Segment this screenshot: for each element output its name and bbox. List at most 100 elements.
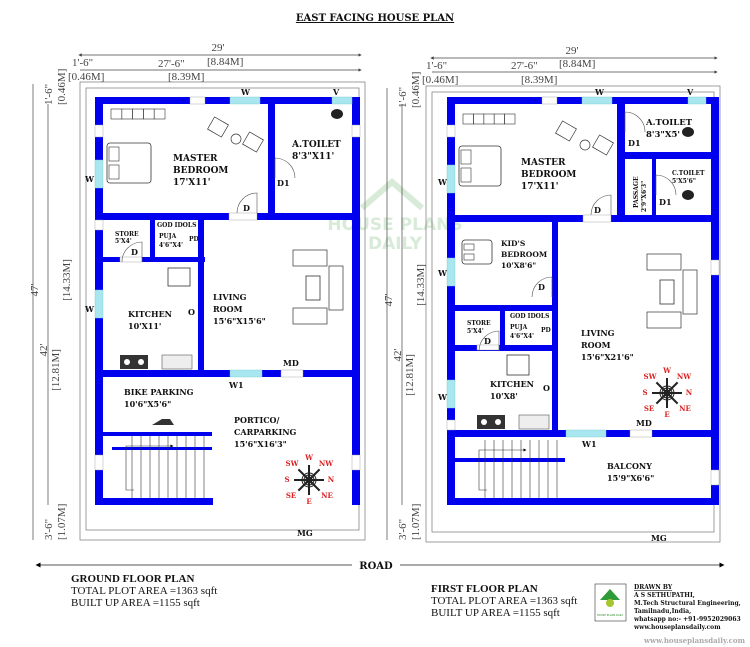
ff-store-size: 5'X4' [467,328,484,335]
ff-kids-bedroom-size: 10'X8'6" [501,261,536,270]
door-swing [531,276,553,298]
coffee-table [305,275,321,301]
ff-puja-label: PUJA [510,324,528,331]
dim-front-setback: 3'-6" [43,519,55,540]
window [446,164,456,194]
pillow [460,167,472,183]
wardrobe [143,108,155,120]
dim-total-depth: 47' [29,283,41,296]
gf-ventilator-mark: V [332,87,340,97]
door-opening [94,454,104,471]
dim-total-depth-m: [14.33M] [415,264,427,306]
dim-inner-width-m: [8.39M] [521,74,557,86]
house-logo-icon [600,589,620,600]
ff-c-toilet-size: 5'X5'6" [672,178,696,185]
gf-bike-parking-label: BIKE PARKING [124,387,194,397]
table [579,139,591,151]
window [229,369,263,378]
door-swing [624,111,646,133]
window [94,289,104,319]
gf-living-size: 15'6"X15'6" [213,316,266,326]
gf-master-bedroom-size: 17'X11' [173,178,211,188]
door-swing [655,174,677,196]
gf-bike-parking-size: 10'6"X5'6" [124,399,171,409]
compass-label-s: S [284,475,289,484]
compass-label-w: W [304,453,313,462]
ground-floor-labels: MASTER BEDROOM 17'X11' A.TOILET 8'3"X11'… [84,87,341,538]
dim-inner-depth: 42' [392,348,404,361]
ff-door-mark: D [484,336,491,346]
sofa [292,249,328,267]
ff-door-mark: D [538,282,545,292]
gf-main-door-mark: MD [283,358,299,368]
watermark-line-2: DAILY [368,234,423,254]
compass-point [297,468,310,481]
road-label: ROAD [359,561,393,572]
wall [95,370,360,377]
fridge [167,267,191,287]
gf-window-mark: W [240,87,251,97]
window [94,159,104,189]
ff-passage-size: 2'9"X6'3" [641,181,648,212]
dim-inner-depth: 42' [38,343,50,356]
compass-label-sw: SW [286,459,299,468]
ff-c-toilet-label: C.TOILET [672,170,705,177]
wall [100,432,212,436]
gf-portico-label: PORTICO/ [234,415,280,425]
stove [477,415,505,429]
ff-window-mark: W [437,177,448,187]
window [331,96,353,105]
door-opening [351,454,361,471]
ff-window-w1-mark: W1 [581,439,597,449]
ff-window-mark: W [437,392,448,402]
ff-living-size: 15'6"X21'6" [581,352,634,362]
ff-door-d1-mark: D1 [659,197,672,207]
ff-kids-bedroom-label-2: BEDROOM [501,250,547,259]
compass-label-se: SE [644,404,654,413]
wardrobe [110,108,123,120]
compass-label-e: E [306,497,311,506]
gf-puja-label: PUJA [159,233,177,240]
pillow [460,149,472,165]
ff-passage-label: PASSAGE [633,176,640,208]
burner [138,359,144,365]
credits-place: Tamilnadu,India, [634,608,691,615]
bed [106,142,152,184]
dim-total-width-m: [8.84M] [559,58,595,70]
pillow [463,243,475,251]
compass-point [666,392,679,405]
gf-living-label: LIVING [213,292,247,302]
wall [652,159,656,222]
gf-portico-label-2: CARPARKING [234,427,297,437]
toilet-fixture [331,109,343,119]
dim-inner-depth-m: [12.81M] [50,349,62,391]
sofa [682,269,698,315]
gf-store-size: 5'X4' [115,238,132,245]
credits-drawn-by: DRAWN BY [634,584,673,591]
ff-toilet-size: 8'3"X5' [646,130,680,140]
first-floor-dimensions: 29' [8.84M] 27'-6" [8.39M] 1'-6" [0.46M]… [383,45,718,540]
chair [555,120,577,142]
ground-floor-caption: GROUND FLOOR PLAN TOTAL PLOT AREA =1363 … [71,573,217,609]
wardrobe [504,113,516,125]
dim-setback: 1'-6" [72,57,93,69]
table [230,133,242,145]
wall [447,97,455,505]
wall [112,447,212,450]
wall [500,311,505,349]
wall [95,213,360,220]
dim-top-setback: 1'-6" [397,87,409,108]
compass-point [297,479,310,492]
ff-master-bedroom-label-2: BEDROOM [521,170,576,180]
footer-watermark-url: www.houseplansdaily.com [643,636,746,645]
ground-floor-dimensions: 29' [8.84M] 27'-6" [8.39M] 1'-6" [0.46M]… [29,42,362,540]
credits-phone: whatsapp no:- +91-9952029063 [633,616,741,623]
compass-point [308,468,321,481]
fridge [506,354,530,376]
gf-toilet-size: 8'3"X11' [292,152,334,162]
ff-kitchen-size: 10'X8' [490,391,518,401]
credits-degree: M.Tech Structural Engineering, [634,600,741,607]
gf-portico-size: 15'6"X16'3" [234,439,287,449]
ff-caption-built-area: BUILT UP AREA =1155 sqft [431,607,560,619]
dim-front-setback: 3'-6" [397,519,409,540]
